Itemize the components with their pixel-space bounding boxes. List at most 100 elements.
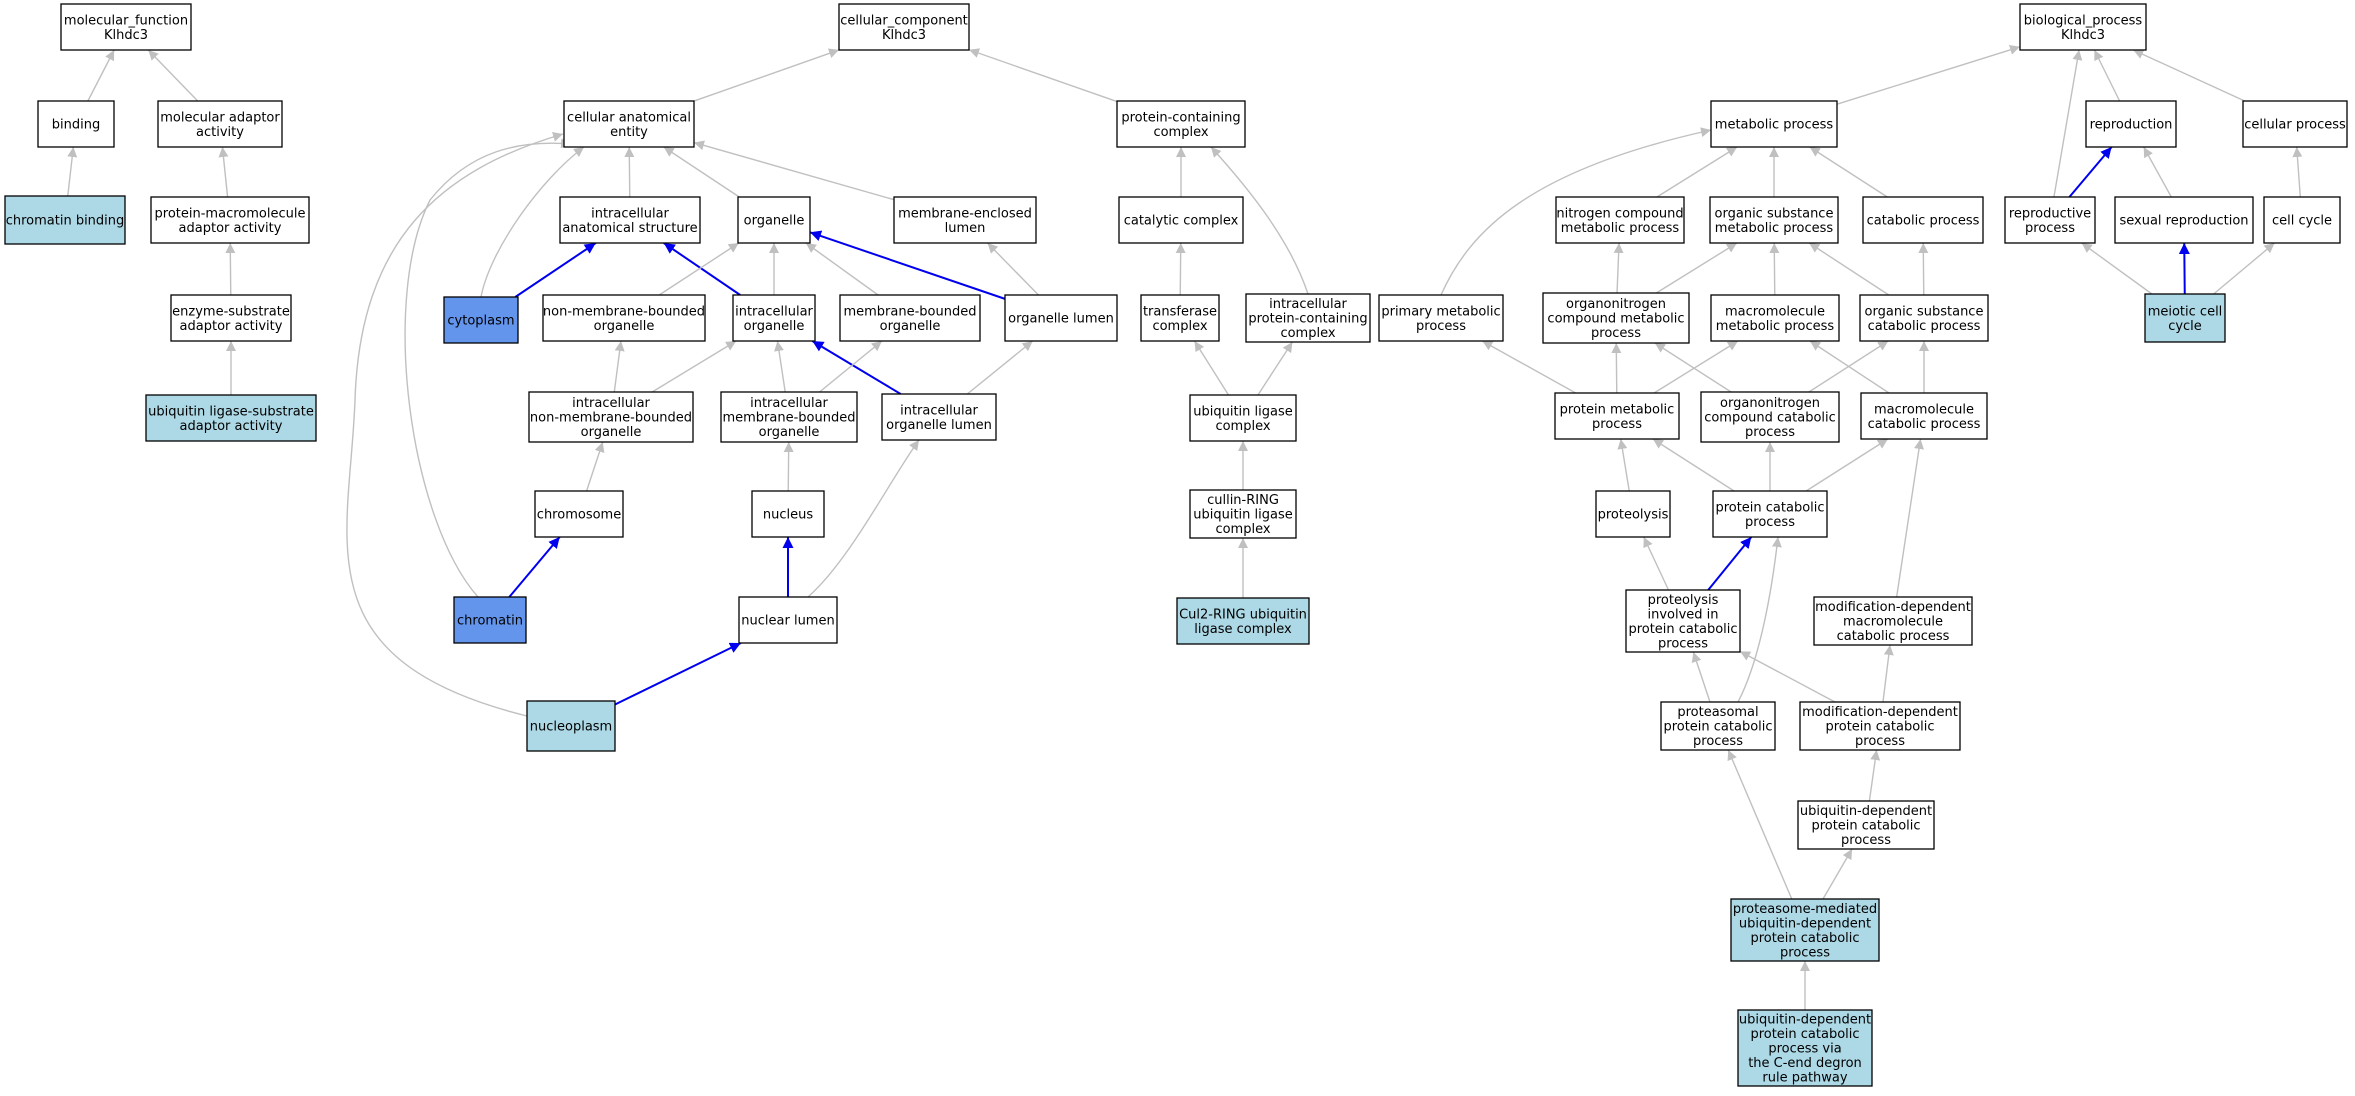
node-sexual_repro[interactable]: sexual reproduction: [2114, 196, 2254, 244]
node-label-line: intracellular: [591, 206, 669, 221]
edge-pcp-to-protein_mp: [1652, 438, 1735, 492]
node-organelle_lumen[interactable]: organelle lumen: [1004, 294, 1118, 342]
edge-reproduction-to-bp: [2093, 49, 2121, 102]
node-box: [1700, 391, 1840, 443]
edge-inmbo-to-io: [651, 340, 737, 393]
edge-pipcp-to-proteolysis: [1643, 536, 1670, 591]
edge-pcc-to-cc: [968, 48, 1118, 103]
node-label-line: modification-dependent: [1802, 705, 1958, 720]
edge-cytoplasm-to-ias: [514, 242, 597, 298]
node-label-line: non-membrane-bounded: [530, 411, 692, 426]
edge-meiotic-to-repro_process: [2081, 242, 2153, 295]
node-inmbo[interactable]: intracellularnon-membrane-boundedorganel…: [528, 391, 694, 443]
node-organelle[interactable]: organelle: [737, 196, 811, 244]
node-chromosome[interactable]: chromosome: [534, 490, 624, 538]
node-label-line: process: [1855, 734, 1905, 749]
edge-proteasomal-to-pcp: [1737, 536, 1782, 703]
node-metabolic_process[interactable]: metabolic process: [1710, 100, 1838, 148]
node-nucleus[interactable]: nucleus: [751, 490, 825, 538]
node-box: [881, 393, 997, 441]
edge-ncmp-to-metabolic_process: [1656, 146, 1738, 198]
node-label-line: proteolysis: [1648, 593, 1719, 608]
node-cell_cycle[interactable]: cell cycle: [2263, 196, 2341, 244]
node-binding[interactable]: binding: [37, 100, 115, 148]
edge-organelle_lumen-to-organelle: [809, 230, 1006, 300]
node-nucleoplasm[interactable]: nucleoplasm: [526, 700, 616, 752]
edge-nucleus-to-imbo: [783, 441, 794, 492]
node-mdmcp[interactable]: modification-dependentmacromoleculecatab…: [1813, 596, 1973, 646]
node-label-line: Klhdc3: [882, 28, 926, 43]
node-box: [2019, 3, 2147, 51]
node-box: [1797, 800, 1935, 850]
node-box: [1555, 196, 1685, 244]
edge-chromatin-to-cae: [404, 138, 572, 598]
node-chromatin[interactable]: chromatin: [453, 596, 527, 644]
edge-imbo-to-io: [774, 340, 786, 393]
node-label-line: molecular_function: [64, 13, 188, 28]
node-catalytic_complex[interactable]: catalytic complex: [1118, 196, 1244, 244]
edge-transferase_complex-to-catalytic_complex: [1175, 242, 1186, 296]
node-chromatin_binding[interactable]: chromatin binding: [4, 195, 126, 245]
node-catabolic_process[interactable]: catabolic process: [1862, 196, 1984, 244]
node-cytoplasm[interactable]: cytoplasm: [443, 296, 519, 344]
edge-chromosome-to-inmbo: [585, 441, 605, 492]
node-label-line: organelle: [581, 425, 642, 440]
edge-meiotic-to-sexual_repro: [2178, 242, 2190, 295]
node-label-line: process: [1693, 734, 1743, 749]
node-reproduction[interactable]: reproduction: [2085, 100, 2177, 148]
edge-repro_process-to-reproduction: [2068, 146, 2113, 198]
node-nuclear_lumen[interactable]: nuclear lumen: [738, 596, 838, 644]
node-proteolysis[interactable]: proteolysis: [1595, 490, 1671, 538]
node-label-line: cytoplasm: [447, 314, 514, 329]
edge-mcp-to-mmp: [1809, 340, 1890, 394]
node-pmudpcp[interactable]: proteasome-mediatedubiquitin-dependentpr…: [1730, 898, 1880, 962]
node-label-line: organelle: [759, 425, 820, 440]
node-box: [559, 196, 701, 244]
edge-udpcp-to-mdpcp: [1868, 749, 1881, 802]
node-label-line: involved in: [1647, 607, 1718, 622]
node-label-line: complex: [1280, 326, 1335, 341]
node-box: [1118, 196, 1244, 244]
edge-prot_macro_adaptor-to-mol_adaptor: [218, 146, 229, 198]
edge-proteolysis-to-protein_mp: [1617, 438, 1630, 492]
node-cellular_process[interactable]: cellular process: [2242, 100, 2348, 148]
